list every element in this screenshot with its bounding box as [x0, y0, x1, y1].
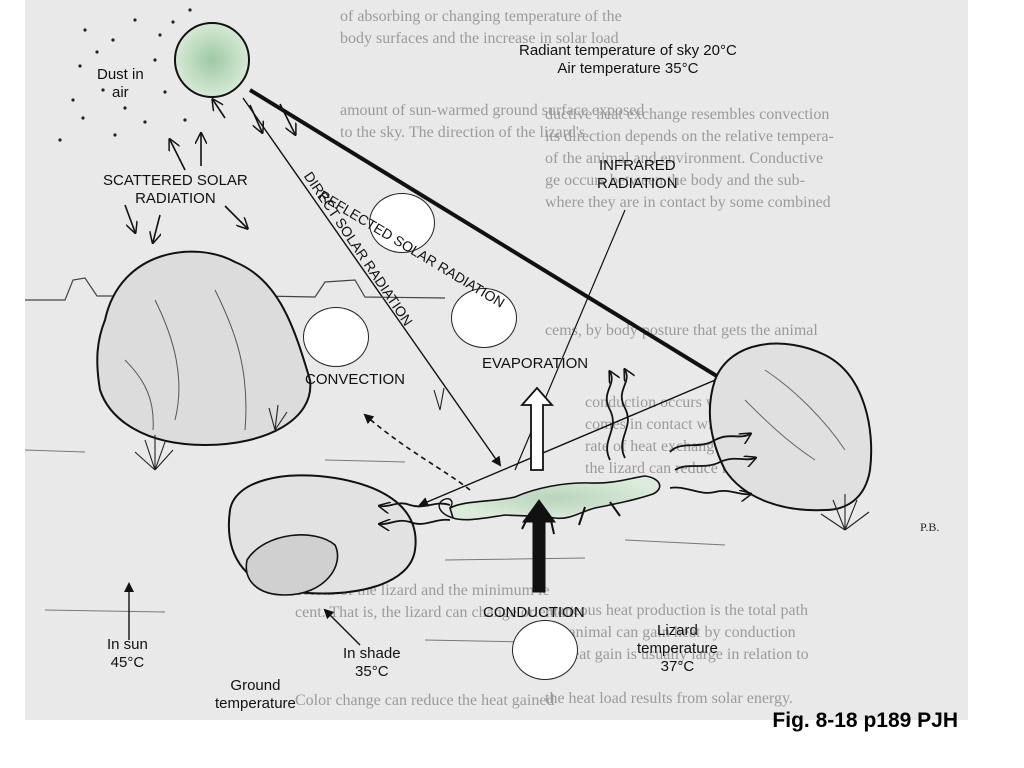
bleed-through-text: Color change can reduce the heat gained — [295, 692, 555, 709]
blank-circle — [512, 620, 578, 680]
in-shade-arrow — [323, 608, 361, 646]
blank-circle — [369, 193, 435, 253]
figure-page: of absorbing or changing temperature of … — [25, 0, 968, 720]
reflected-ray-back — [418, 377, 721, 507]
blank-circle — [303, 307, 369, 367]
bleed-through-text: its direction depends on the relative te… — [545, 128, 834, 145]
bleed-through-text: amount of sun-warmed ground surface expo… — [340, 102, 645, 119]
convection-arrow — [363, 413, 471, 491]
ground-lines — [25, 449, 726, 643]
blank-circle — [451, 288, 517, 348]
bleed-through-text: of the animal and environment. Conductiv… — [545, 150, 824, 167]
conduction-label: CONDUCTION — [483, 604, 585, 621]
sun-disc — [174, 22, 250, 98]
reflected-ray — [248, 88, 722, 380]
bleed-through-text: the heat load results from solar energy. — [545, 690, 793, 707]
bleed-through-text: where they are in contact by some combin… — [545, 194, 831, 211]
lizard-temperature-label: Lizard temperature 37°C — [637, 622, 718, 675]
dust-particles — [58, 8, 192, 142]
evaporation-arrow — [520, 386, 554, 471]
lizard-body — [449, 475, 661, 521]
evaporation-label: EVAPORATION — [482, 355, 589, 372]
bleed-through-text: cent. That is, the lizard can change ori… — [295, 604, 575, 621]
ground-temperature-label: Ground temperature — [215, 677, 296, 712]
bleed-through-text: ge occurs between the body and the sub- — [545, 172, 805, 189]
in-shade-label: In shade 35°C — [343, 645, 401, 680]
in-sun-label: In sun 45°C — [107, 636, 148, 671]
bleed-through-text: ductive heat exchange resembles convecti… — [545, 106, 830, 123]
diagram-artwork — [25, 8, 873, 646]
bleed-through-text: de heat gain is usually large in relatio… — [545, 646, 809, 663]
bleed-through-text: cems, by body posture that gets the anim… — [545, 322, 818, 339]
bleed-through-text: the animal can gain heat by conduction — [545, 624, 796, 641]
sky-temperature-label: Radiant temperature of sky 20°C Air temp… — [519, 42, 737, 77]
right-boulder — [708, 342, 873, 512]
scattered-label: SCATTERED SOLAR RADIATION — [103, 172, 248, 207]
figure-caption: Fig. 8-18 p189 PJH — [772, 709, 958, 732]
lizard-tail — [438, 498, 454, 519]
conduction-arrow — [522, 499, 556, 593]
infrared-label: INFRARED RADIATION — [597, 157, 678, 192]
bleed-through-text: to the sky. The direction of the lizard'… — [340, 124, 586, 141]
bleed-through-text: body surfaces and the increase in solar … — [340, 30, 619, 47]
dust-label: Dust in air — [97, 66, 144, 101]
artist-initials: P.B. — [920, 520, 940, 534]
convection-label: CONVECTION — [305, 371, 406, 388]
shrubs — [134, 387, 870, 531]
bleed-through-text: of absorbing or changing temperature of … — [340, 8, 622, 25]
left-rock — [96, 250, 312, 447]
direct-ray — [242, 97, 502, 467]
bleed-through-text: ntaneous heat production is the total pa… — [545, 602, 809, 619]
scattered-arrows — [124, 100, 295, 242]
infrared-waves — [380, 370, 755, 524]
shade-rock-small — [245, 534, 339, 596]
